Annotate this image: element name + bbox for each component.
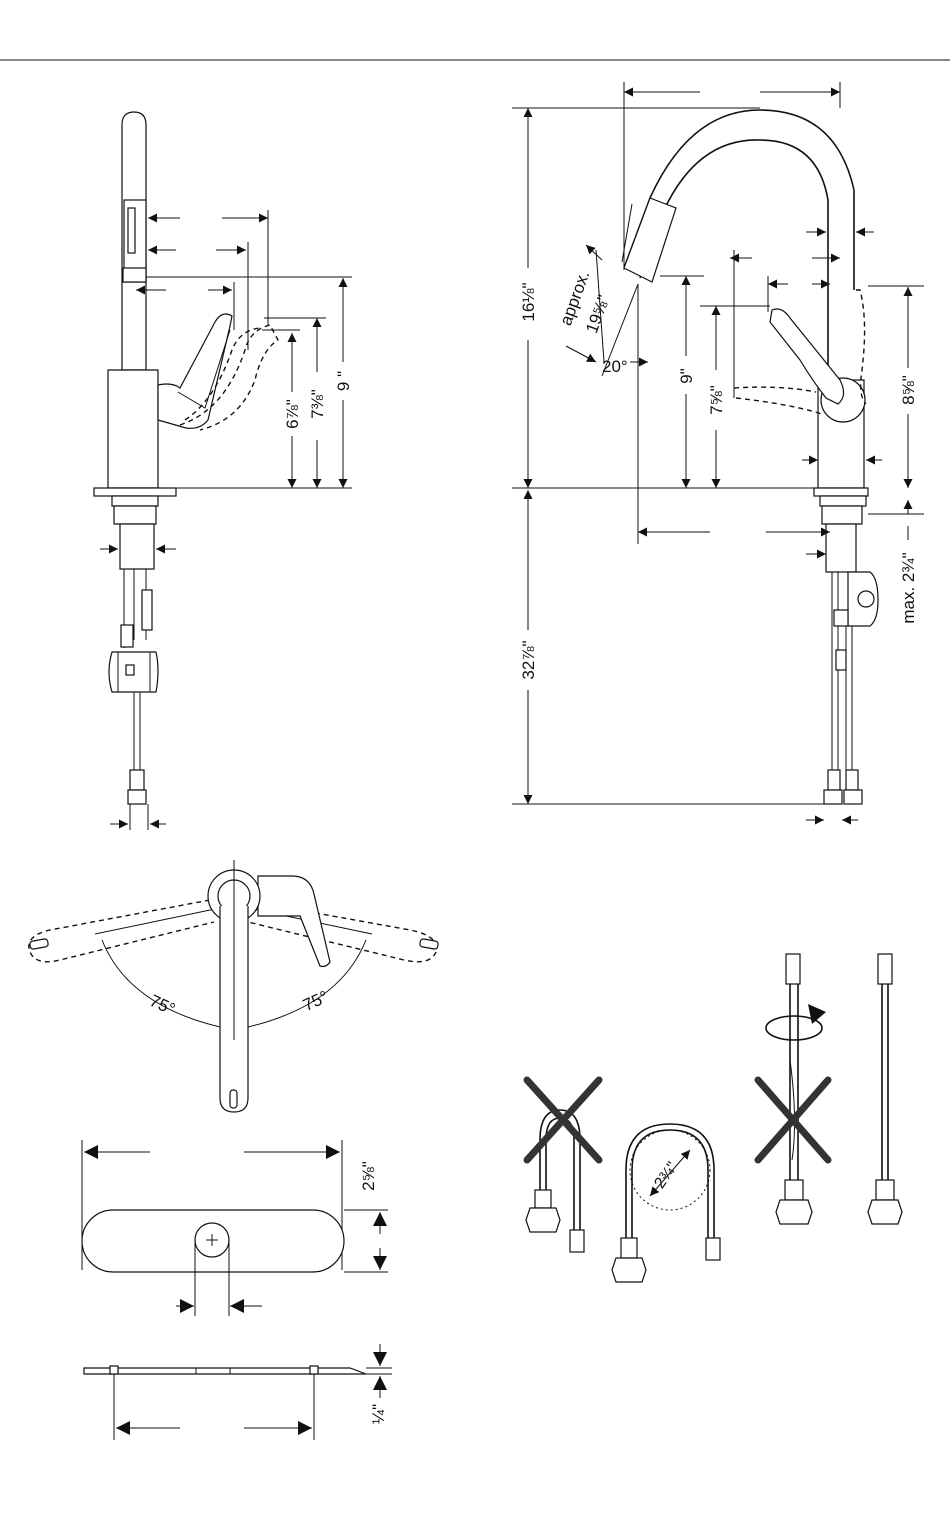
escutcheon-plate: 2⅝" [82, 1140, 388, 1316]
swivel-left-angle: 75° [147, 991, 178, 1019]
x-mark-icon [527, 1080, 599, 1160]
front-handle-side-height-label: 8⅝" [899, 375, 918, 405]
hose-instructions: 2¾" [526, 954, 902, 1282]
side-view: 6⅞" 7⅜" 9 " [94, 112, 353, 830]
plate-profile: ¼" [84, 1344, 392, 1440]
front-view: approx. 19⅝" 20° 16⅛" 32⅞" 9" 7⅝" 8⅝" ma… [512, 82, 924, 820]
plate-height-label: 2⅝" [359, 1161, 378, 1191]
hose-radius-label: 2¾" [651, 1159, 681, 1192]
side-h1-label: 6⅞" [283, 399, 302, 429]
front-handle-height-label: 7⅝" [707, 385, 726, 415]
side-h3-label: 9 " [334, 371, 353, 391]
front-below-deck-label: 32⅞" [519, 640, 538, 679]
swivel-right-angle: 75° [300, 987, 331, 1015]
front-total-height-label: 16⅛" [519, 282, 538, 321]
front-angle-label: 20° [602, 357, 628, 376]
side-h2-label: 7⅜" [308, 389, 327, 419]
swivel-view: 75° 75° [29, 860, 439, 1112]
front-reach-label: 19⅝" [582, 292, 613, 335]
front-spout-height-label: 9" [677, 368, 696, 384]
plate-thickness-label: ¼" [369, 1404, 388, 1424]
rotate-arrow-icon [766, 1004, 826, 1040]
front-max-thickness-label: max. 2¾" [899, 552, 918, 623]
